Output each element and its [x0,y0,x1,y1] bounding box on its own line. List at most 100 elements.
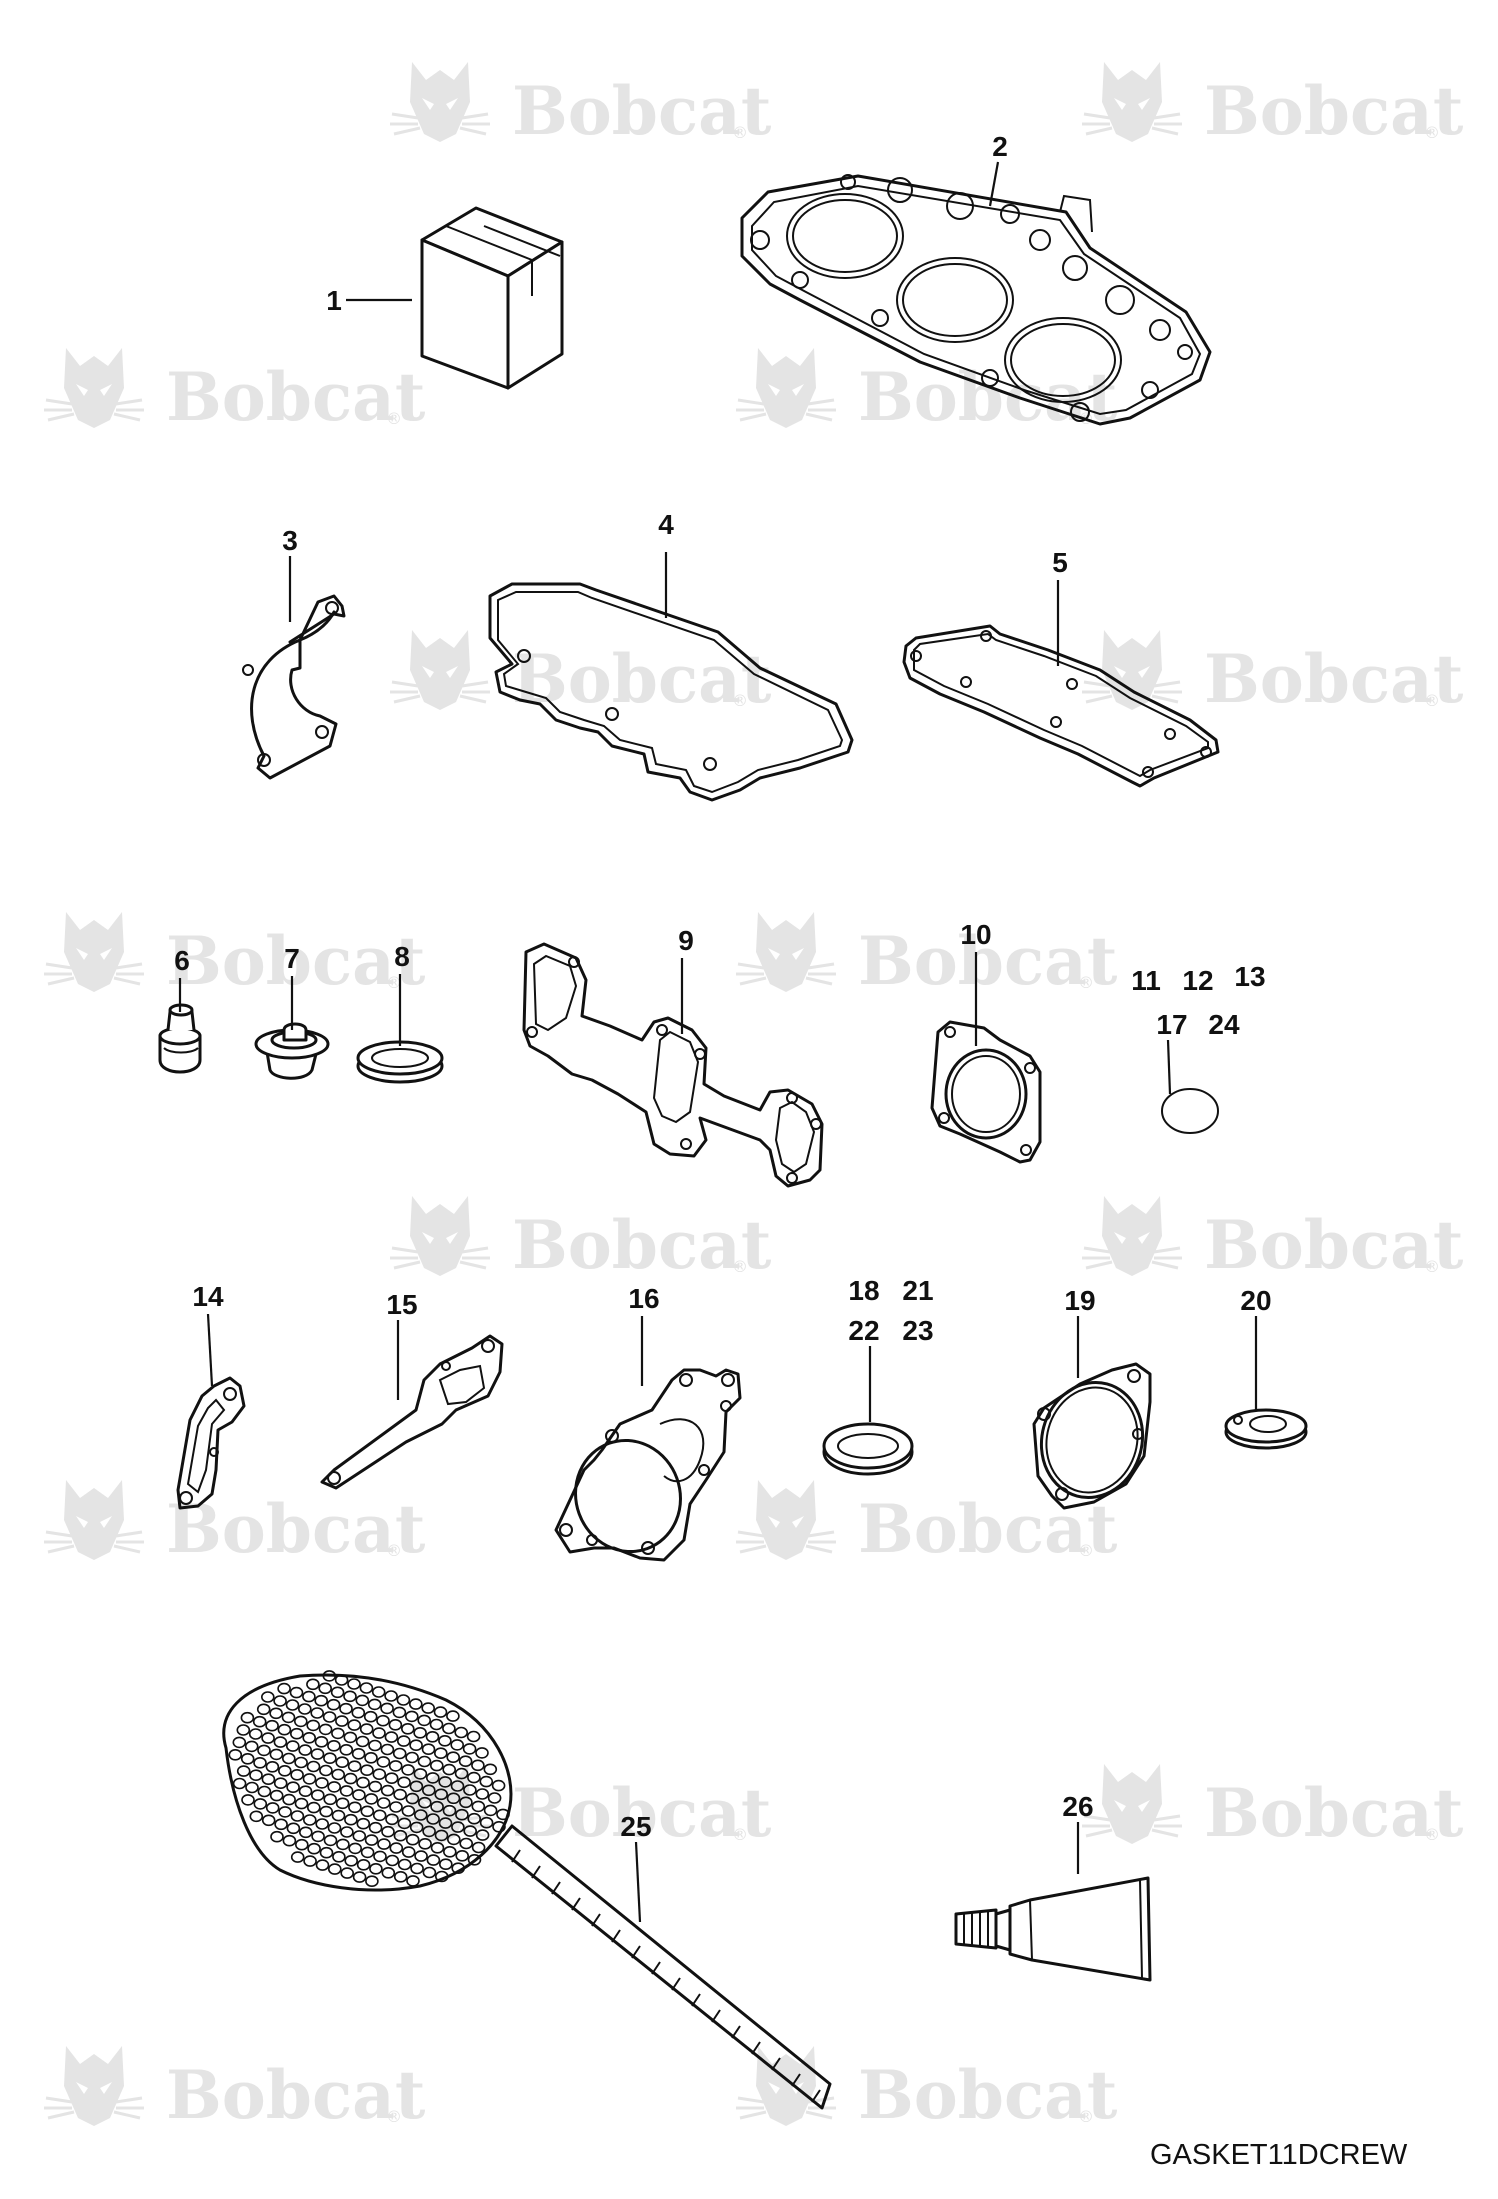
watermark-text: Bobcat [858,922,1118,1000]
bristle [475,1788,490,1800]
bristle [471,1841,486,1854]
callout-16: 16 [628,1283,659,1314]
bristle [319,1846,334,1859]
bristle [294,1797,309,1810]
bristle [360,1805,375,1818]
bristle [406,1875,420,1887]
bobcat-logo-icon [1080,1762,1184,1846]
bristle [347,1760,362,1772]
bristle [405,1833,420,1846]
bristle [451,1821,465,1833]
bristle [306,1760,321,1773]
part-3-gasket [242,594,346,780]
bristle [269,1748,284,1761]
bristle [290,1851,305,1863]
part-15-pump-gasket [320,1334,504,1490]
bristle [458,1755,473,1767]
bristle [371,1686,386,1698]
watermark: Bobcat ® [1080,1194,1464,1284]
bristle [326,1698,341,1711]
bristle [340,1867,355,1879]
bristle [421,1702,436,1714]
callouts: 1 2 3 4 5 6 7 8 9 10 11 12 13 17 24 14 1… [174,131,1271,1842]
bristle [397,1817,412,1830]
bristle [430,1842,445,1854]
bristle [405,1751,419,1764]
bristle [396,1694,411,1706]
bristle [285,1740,300,1752]
bristle [245,1781,259,1794]
bristle [322,1670,337,1682]
part-14-bracket-gasket [176,1376,246,1510]
bristle [418,1838,432,1850]
bristle [367,1698,382,1711]
bristle [331,1727,345,1740]
bristle [347,1719,362,1731]
bristle [355,1735,370,1748]
bristle [302,1773,317,1785]
bristle [380,1784,395,1797]
watermark-text: Bobcat [166,2056,426,2134]
bristle [433,1747,448,1759]
bobcat-logo-icon [734,1478,838,1562]
bristle [413,1809,428,1821]
bristle [401,1805,416,1817]
bristle [434,1829,449,1842]
bristle [434,1788,449,1801]
bristle [248,1728,263,1740]
bristle [302,1732,317,1744]
callout-2: 2 [992,131,1008,162]
bristle [241,1794,255,1806]
watermark-reg: ® [732,1825,748,1844]
part-1-kit-box [420,206,564,390]
bristle [302,1814,317,1826]
bristle [265,1719,279,1732]
bristle [297,1703,312,1715]
bristle [389,1842,404,1854]
callout-8: 8 [394,941,410,972]
bristle [356,1859,371,1871]
callout-7: 7 [284,943,300,974]
bristle [334,1674,349,1686]
part-25-cleaning-brush [222,1670,832,2110]
bristle [365,1875,379,1887]
bristle [352,1830,367,1842]
watermark: Bobcat ® [734,1478,1118,1568]
bristle [446,1792,461,1805]
watermark: Bobcat ® [734,346,1118,436]
watermark-text: Bobcat [166,358,426,436]
part-26-sealant-tube [954,1876,1152,1982]
watermark-reg: ® [1078,1541,1094,1560]
bobcat-logo-icon [734,2044,838,2128]
part-6-valve-stem-seal [158,1003,202,1074]
watermark: Bobcat ® [388,628,772,718]
part-9-manifold-gasket [522,942,824,1188]
bristle [376,1797,391,1809]
bristle [360,1764,374,1776]
bristle [434,1870,449,1883]
bristle [290,1810,305,1822]
bristle [318,1723,333,1736]
bristle [285,1699,300,1711]
bristle [413,1768,428,1780]
bristle [442,1722,456,1735]
bristle [426,1854,441,1866]
watermark-reg: ® [732,1257,748,1276]
bristle [339,1744,354,1756]
bristle [364,1793,379,1805]
bristle [364,1752,378,1764]
part-16-water-pump-gasket [554,1368,742,1562]
bristle [368,1780,383,1793]
bristle [319,1764,333,1777]
bristle [257,1785,272,1798]
bristle [392,1747,407,1760]
callout-4: 4 [658,509,674,540]
bristle [417,1755,432,1768]
bristle [253,1757,267,1769]
bristle [249,1769,263,1781]
bristle [298,1744,313,1756]
watermark-text: Bobcat [166,1490,426,1568]
bristle [364,1834,379,1846]
bristle [286,1822,301,1835]
